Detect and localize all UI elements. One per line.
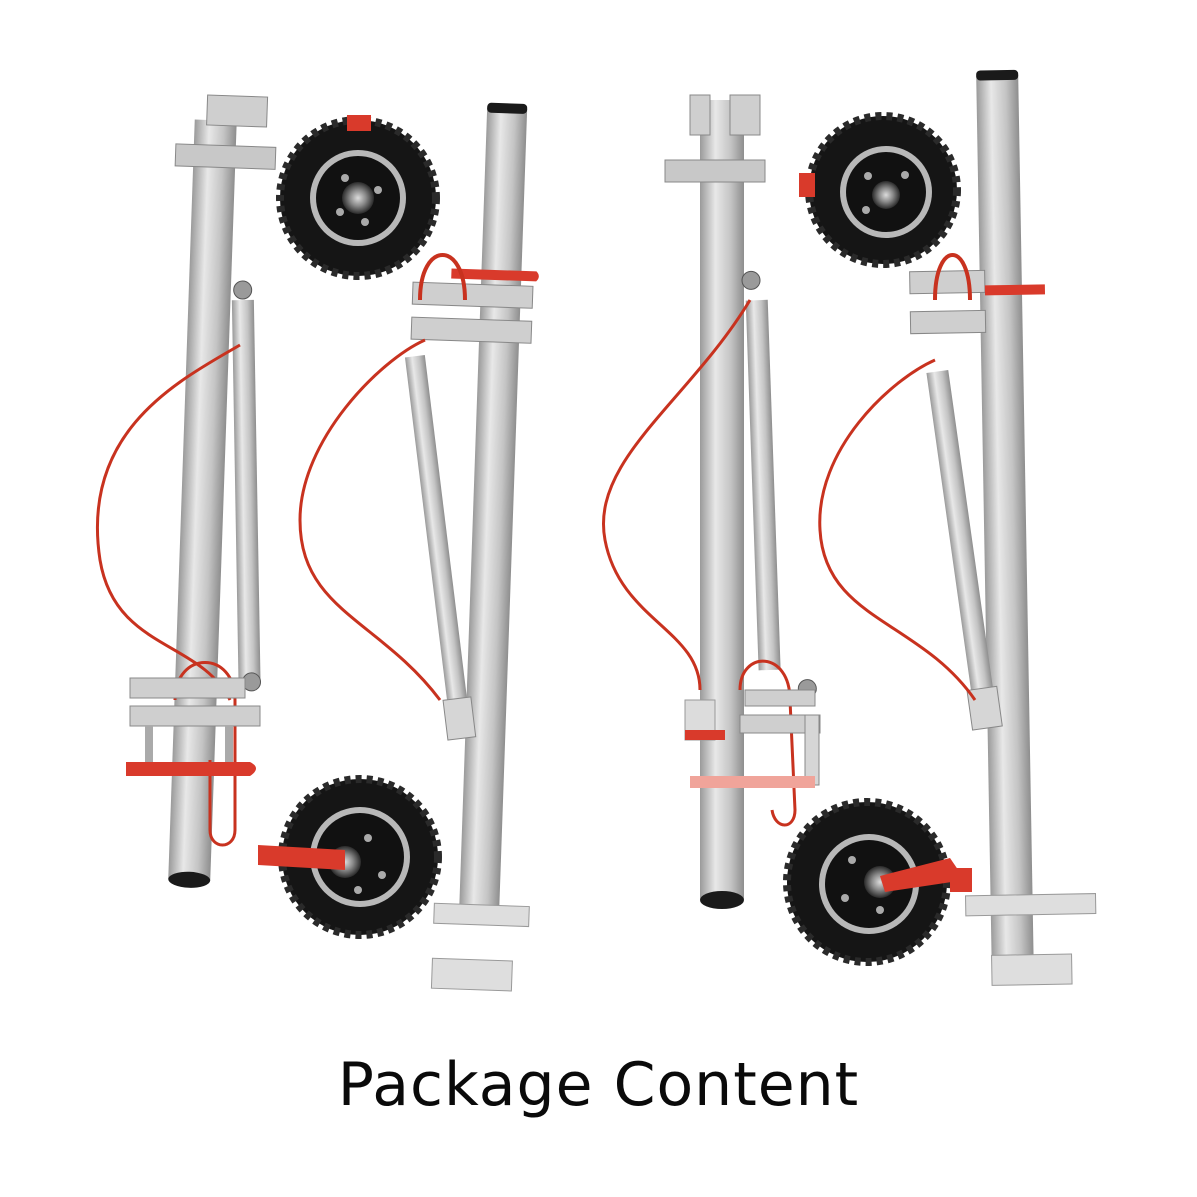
left-clamp: [126, 677, 261, 776]
left-lower-wheel: [258, 775, 442, 939]
caption-title: Package Content: [337, 1050, 860, 1120]
left-second-cable: [298, 338, 442, 701]
left-second-pole: [410, 102, 539, 992]
left-assembly: [96, 94, 539, 992]
right-cable: [602, 299, 752, 691]
right-strut: [741, 270, 817, 699]
right-clamp: [684, 689, 821, 788]
right-assembly: [602, 69, 1097, 986]
left-upper-wheel: [276, 115, 440, 280]
right-main-pole: [664, 94, 766, 909]
left-second-strut: [404, 355, 477, 741]
right-upper-wheel: [799, 112, 961, 268]
product-photo: [96, 69, 1097, 992]
left-strut: [231, 280, 262, 692]
right-second-cable: [818, 358, 977, 701]
right-second-strut: [926, 369, 1003, 731]
right-second-pole: [909, 69, 1097, 986]
right-lower-wheel: [783, 798, 972, 966]
left-cable: [96, 343, 241, 701]
